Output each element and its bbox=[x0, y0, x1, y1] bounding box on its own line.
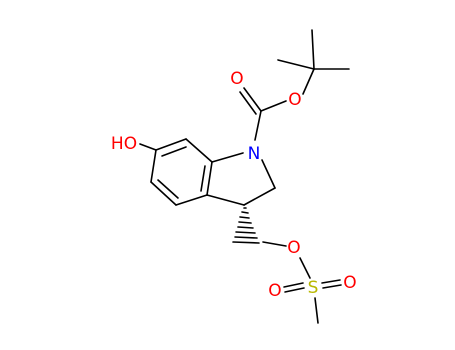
bond-ccarbonyl-oester bbox=[260, 100, 287, 112]
bond-c2-c3 bbox=[243, 187, 276, 206]
bond-s-osulfonyl-right-double bbox=[322, 284, 342, 289]
bond-n1-ccarbonyl bbox=[254, 110, 262, 141]
bond-s-methyl bbox=[314, 297, 319, 324]
bond-ch2-oether bbox=[262, 241, 287, 247]
bond-oester-cquat bbox=[302, 68, 315, 95]
bond-cquat-methyl-left bbox=[277, 59, 315, 70]
bond-cquat-methyl-top bbox=[311, 29, 315, 70]
atom-label-ether-oxygen: O bbox=[287, 238, 300, 258]
bond-c6-c5 bbox=[150, 149, 157, 183]
hashed-wedge-bond bbox=[232, 207, 260, 244]
atom-label-hydroxyl: HO bbox=[111, 134, 137, 154]
bond-c5-c4-inner bbox=[157, 179, 179, 199]
bond-oether-s bbox=[299, 257, 311, 279]
atom-label-sulfur: S bbox=[308, 278, 319, 298]
bond-c7a-n1 bbox=[211, 152, 244, 163]
atom-label-group: N O O HO O S O O bbox=[111, 69, 357, 301]
bond-c7-c6 bbox=[155, 138, 187, 151]
atom-label-carbonyl-oxygen: O bbox=[230, 69, 243, 89]
bond-c7-c6-inner bbox=[161, 146, 187, 157]
bond-c7a-c7 bbox=[185, 138, 213, 163]
bond-c3-c3a bbox=[206, 194, 245, 206]
atom-label-sulfonyl-oxygen-left: O bbox=[268, 281, 281, 301]
bond-c4-c3a bbox=[175, 194, 208, 206]
bond-c6-oh bbox=[139, 143, 157, 151]
atom-label-ester-oxygen: O bbox=[288, 90, 301, 110]
bond-s-osulfonyl-right bbox=[321, 279, 341, 284]
bond-ccarbonyl-ocarbonyl-double bbox=[239, 91, 257, 115]
atom-label-sulfonyl-oxygen-right: O bbox=[343, 273, 356, 293]
bond-n1-c2 bbox=[261, 159, 276, 189]
bond-s-osulfonyl-left-double bbox=[283, 282, 304, 288]
bond-group bbox=[139, 29, 350, 324]
bond-s-osulfonyl-left bbox=[284, 287, 305, 293]
atom-label-nitrogen: N bbox=[248, 144, 261, 164]
bond-c3a-c7a bbox=[206, 161, 213, 196]
bond-ccarbonyl-ocarbonyl bbox=[243, 87, 262, 112]
bond-c3a-c7a-inner bbox=[200, 165, 206, 192]
bond-c5-c4 bbox=[150, 181, 177, 206]
